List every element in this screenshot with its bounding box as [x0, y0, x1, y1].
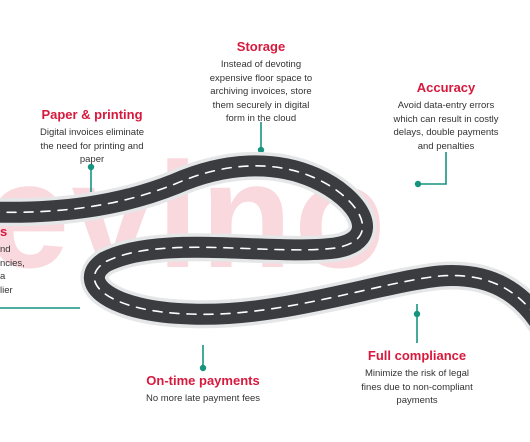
compliance-title: Full compliance: [367, 348, 467, 363]
connector-accuracy: [418, 152, 447, 185]
paper-line: Digital invoices eliminate: [39, 127, 145, 138]
accuracy-line: delays, double payments: [393, 127, 499, 138]
left-title: s: [0, 224, 8, 239]
callout-full-compliance: Full compliance Minimize the risk of leg…: [344, 348, 490, 408]
storage-line: archiving invoices, store: [210, 86, 312, 97]
storage-line: them securely in digital: [212, 99, 310, 111]
connector-dot-compliance: [413, 310, 421, 318]
left-line: lier: [0, 284, 13, 296]
left-line: ncies,: [0, 257, 25, 269]
paper-title: Paper & printing: [41, 107, 143, 122]
storage-line: form in the cloud: [225, 113, 297, 124]
paper-line: paper: [79, 154, 105, 165]
compliance-line: Minimize the risk of legal: [364, 368, 469, 379]
accuracy-line: which can result in costly: [393, 113, 499, 125]
left-line: nd: [0, 244, 11, 255]
compliance-line: payments: [396, 395, 438, 406]
ontime-title: On-time payments: [146, 373, 260, 388]
ontime-line: No more late payment fees: [145, 393, 261, 404]
callout-accuracy: Accuracy Avoid data-entry errors which c…: [372, 80, 520, 153]
compliance-line: fines due to non-compliant: [361, 381, 473, 393]
left-line: a: [0, 271, 6, 282]
left-description: nd ncies, a lier: [0, 243, 40, 297]
connector-dot-accuracy: [414, 180, 422, 188]
callout-left-partial: s nd ncies, a lier: [0, 224, 40, 297]
storage-description: Instead of devoting expensive floor spac…: [185, 58, 337, 126]
accuracy-line: Avoid data-entry errors: [397, 100, 495, 111]
callout-storage: Storage Instead of devoting expensive fl…: [185, 39, 337, 126]
accuracy-title: Accuracy: [416, 80, 476, 95]
accuracy-line: and penalties: [417, 140, 475, 152]
compliance-description: Minimize the risk of legal fines due to …: [344, 367, 490, 408]
connector-dot-storage: [257, 146, 265, 154]
ontime-description: No more late payment fees: [128, 392, 278, 406]
storage-line: Instead of devoting: [220, 59, 302, 70]
connector-dot-paper: [87, 163, 95, 171]
paper-line: the need for printing and: [40, 140, 144, 152]
accuracy-description: Avoid data-entry errors which can result…: [372, 99, 520, 153]
callout-paper-printing: Paper & printing Digital invoices elimin…: [24, 107, 160, 167]
storage-line: expensive floor space to: [209, 72, 313, 84]
connector-dot-ontime: [199, 364, 207, 372]
callout-on-time-payments: On-time payments No more late payment fe…: [128, 373, 278, 406]
paper-description: Digital invoices eliminate the need for …: [24, 126, 160, 167]
storage-title: Storage: [236, 39, 286, 54]
road-center-line: [0, 165, 530, 316]
